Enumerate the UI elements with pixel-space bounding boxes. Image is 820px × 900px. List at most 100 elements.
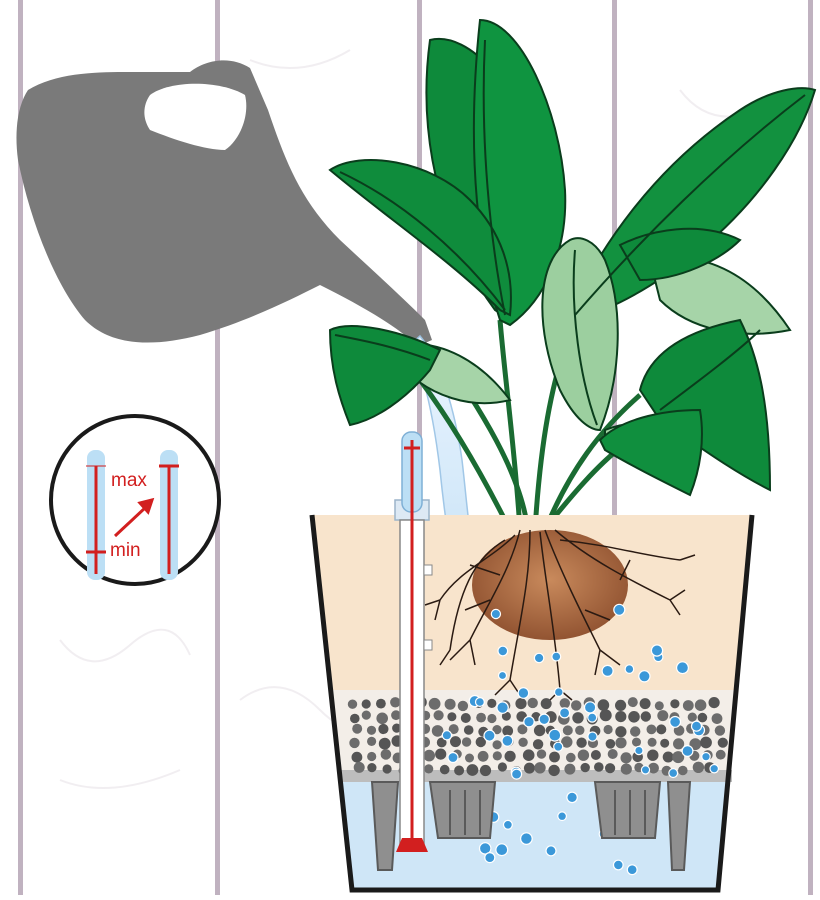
pebble	[598, 699, 610, 711]
pebble	[435, 749, 446, 760]
pebble	[549, 752, 560, 763]
pebble	[515, 698, 526, 709]
pebble	[548, 765, 559, 776]
pebble	[563, 725, 573, 735]
pebble	[581, 763, 590, 772]
pebble	[450, 736, 461, 747]
water-bubble	[476, 698, 485, 707]
pebble	[615, 737, 626, 748]
water-bubble	[549, 729, 561, 741]
pebble	[523, 749, 535, 761]
pebble	[560, 698, 570, 708]
pebble	[350, 714, 360, 724]
pebble	[606, 739, 616, 749]
pebble	[693, 762, 704, 773]
water-bubble	[558, 812, 567, 821]
pebble	[537, 749, 546, 758]
pebble	[712, 713, 723, 724]
pebble	[578, 750, 589, 761]
pebble	[367, 737, 376, 746]
pebble	[600, 709, 612, 721]
pebble	[656, 724, 666, 734]
pebble	[541, 698, 552, 709]
water-bubble	[497, 702, 508, 713]
water-bubble	[521, 833, 533, 845]
pebble	[493, 751, 502, 760]
water-bubble	[512, 769, 522, 779]
pebble	[381, 749, 392, 760]
pebble	[683, 700, 694, 711]
pebble	[700, 737, 712, 749]
water-bubble	[524, 717, 534, 727]
pebble	[462, 737, 471, 746]
water-bubble	[588, 732, 597, 741]
water-bubble	[692, 721, 702, 731]
pebble	[709, 697, 720, 708]
water-bubble	[534, 653, 543, 662]
pebble	[376, 713, 388, 725]
pebble	[461, 713, 471, 723]
water-bubble	[588, 713, 597, 722]
pebble	[534, 725, 545, 736]
pebble	[670, 699, 679, 708]
water-bubble	[518, 688, 529, 699]
pebble	[505, 751, 516, 762]
pebble	[576, 738, 586, 748]
water-bubble	[669, 769, 678, 778]
pebble	[628, 711, 640, 723]
pebble	[480, 765, 491, 776]
water-bubble	[702, 753, 710, 761]
water-bubble	[502, 735, 513, 746]
pebble	[663, 752, 674, 763]
pebble	[615, 711, 626, 722]
pebble	[575, 726, 584, 735]
pebble	[493, 740, 502, 749]
water-bubble	[625, 665, 634, 674]
water-bubble	[448, 753, 458, 763]
pebble	[528, 698, 538, 708]
water-bubble	[554, 742, 563, 751]
max-label: max	[111, 470, 147, 491]
pebble	[429, 698, 441, 710]
pebble	[447, 712, 456, 721]
water-bubble	[496, 844, 508, 856]
water-bubble	[614, 860, 624, 870]
pebble	[524, 763, 535, 774]
water-bubble	[614, 604, 625, 615]
water-bubble	[635, 746, 643, 754]
pebble	[648, 738, 657, 747]
pebble	[502, 726, 513, 737]
pebble	[678, 766, 688, 776]
pebble	[454, 766, 464, 776]
water-bubble	[555, 688, 564, 697]
water-bubble	[627, 865, 637, 875]
water-bubble	[499, 672, 507, 680]
pebble	[352, 724, 362, 734]
pebble	[379, 738, 391, 750]
pebble	[348, 700, 357, 709]
water-bubble	[546, 846, 556, 856]
pebble	[464, 725, 474, 735]
pebble	[716, 750, 726, 760]
water-bubble	[585, 702, 596, 713]
pebble	[591, 750, 601, 760]
pebble	[608, 749, 618, 759]
pebble	[571, 700, 581, 710]
pebble	[715, 725, 725, 735]
pebble	[518, 738, 527, 747]
pebble	[534, 762, 545, 773]
pebble	[621, 764, 632, 775]
pebble	[424, 764, 433, 773]
water-bubble	[442, 731, 451, 740]
pebble	[465, 754, 474, 763]
pebble	[718, 738, 728, 748]
pebble	[354, 762, 365, 773]
pebble	[572, 712, 583, 723]
pebble	[367, 726, 376, 735]
pebble	[630, 726, 640, 736]
water-bubble	[677, 662, 689, 674]
pebble	[432, 725, 444, 737]
pebble	[467, 764, 479, 776]
pebble	[621, 752, 632, 763]
